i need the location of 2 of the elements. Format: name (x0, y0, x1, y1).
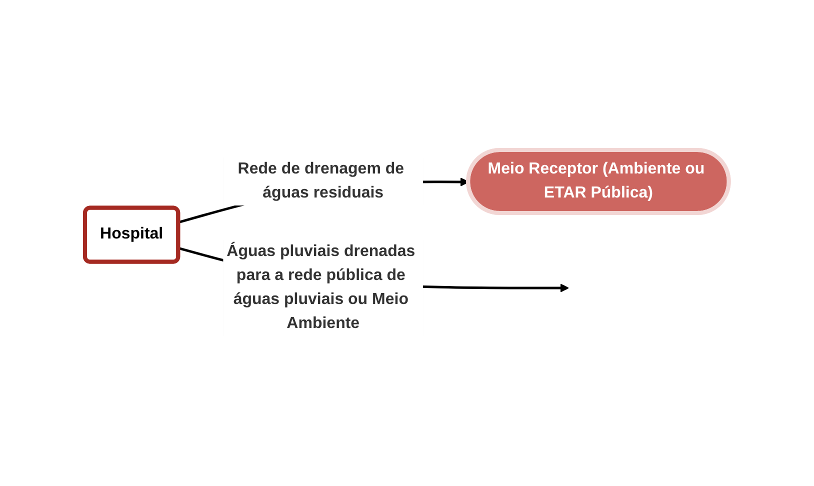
edge-label: Rede de drenagem de águas residuais (238, 160, 404, 202)
edge-label: Águas pluviais drenadas para a rede pública de águas pluviais ou Meio Ambiente (226, 242, 416, 332)
